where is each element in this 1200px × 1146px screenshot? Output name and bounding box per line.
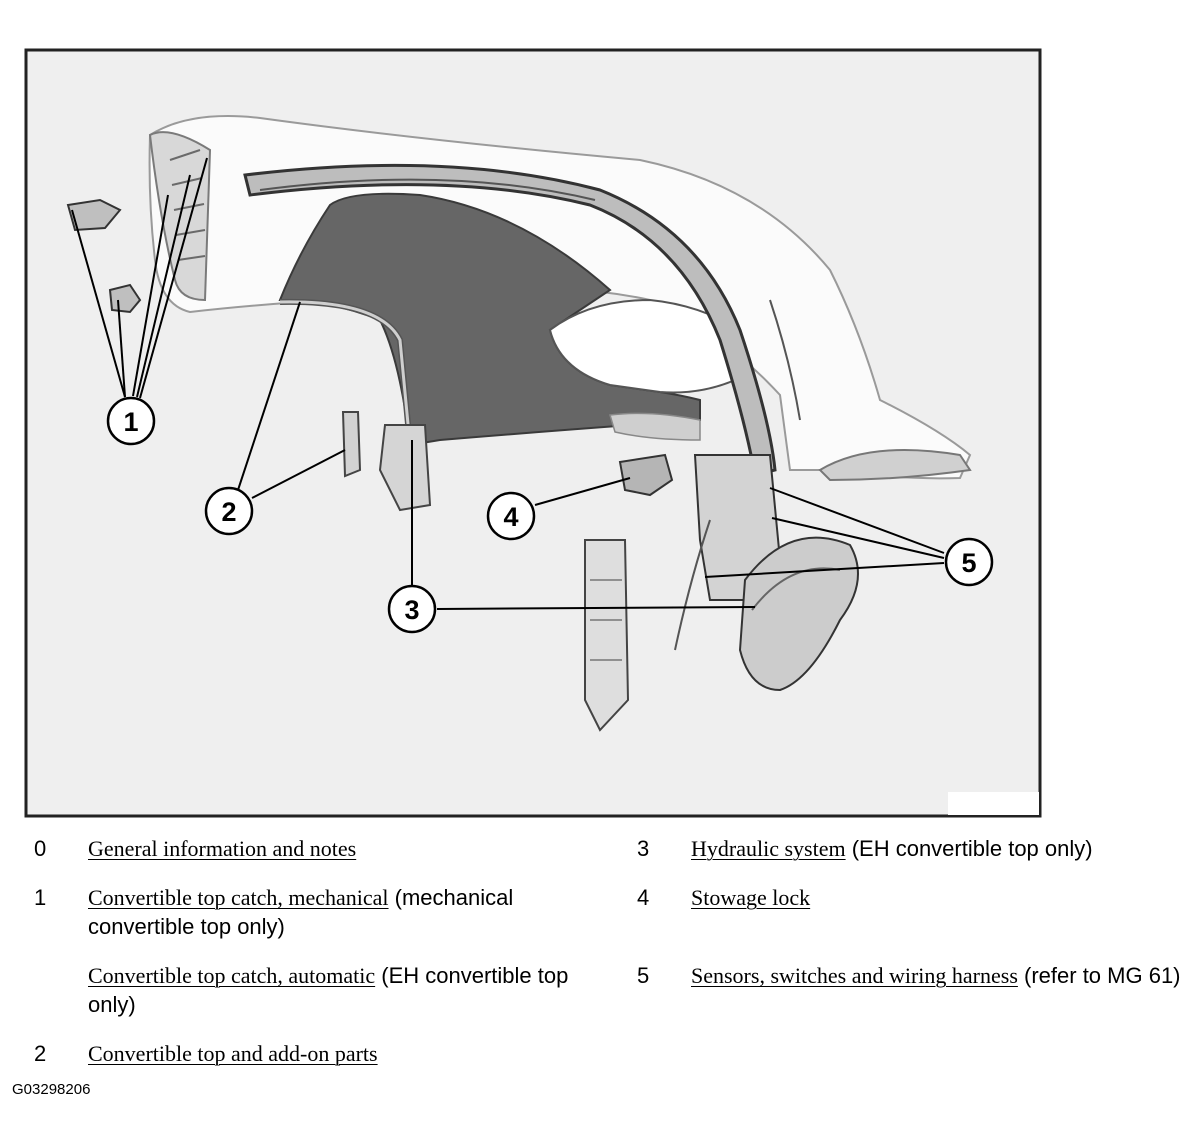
- bracket-part: [341, 411, 362, 478]
- legend-number: 0: [34, 836, 47, 861]
- legend-number: 1: [34, 885, 47, 910]
- callout-5: 5: [944, 537, 994, 587]
- link-convertible-top-catch-mechanical[interactable]: Convertible top catch, mechanical: [88, 885, 389, 910]
- hinge-assembly: [378, 424, 432, 512]
- legend-number: 5: [637, 963, 650, 988]
- figure-id: G03298206: [12, 1081, 91, 1098]
- leader-lines: [71, 157, 945, 610]
- hydraulic-cylinder: [584, 539, 630, 732]
- svg-text:3: 3: [404, 595, 419, 625]
- legend-number: 4: [637, 885, 650, 910]
- svg-text:1: 1: [123, 407, 138, 437]
- stowage-lock-part: [618, 453, 674, 497]
- svg-text:5: 5: [961, 548, 976, 578]
- link-hydraulic-system[interactable]: Hydraulic system: [691, 836, 846, 861]
- callout-4: 4: [486, 491, 536, 541]
- svg-text:2: 2: [221, 497, 236, 527]
- legend-number: 2: [34, 1041, 47, 1066]
- svg-text:4: 4: [503, 502, 518, 532]
- legend-number: 3: [637, 836, 650, 861]
- link-convertible-top-catch-automatic[interactable]: Convertible top catch, automatic: [88, 963, 376, 988]
- hydraulic-pump: [738, 536, 859, 692]
- callout-2: 2: [204, 486, 254, 536]
- link-general-information[interactable]: General information and notes: [88, 836, 357, 861]
- convertible-top-diagram: 1 2 3 4 5: [24, 48, 1042, 818]
- link-sensors-switches-wiring[interactable]: Sensors, switches and wiring harness: [691, 963, 1018, 988]
- link-stowage-lock[interactable]: Stowage lock: [691, 885, 811, 910]
- callout-3: 3: [387, 584, 437, 634]
- callout-1: 1: [106, 396, 156, 446]
- link-convertible-top-add-on-parts[interactable]: Convertible top and add-on parts: [88, 1041, 378, 1066]
- catch-part-upper: [66, 198, 122, 232]
